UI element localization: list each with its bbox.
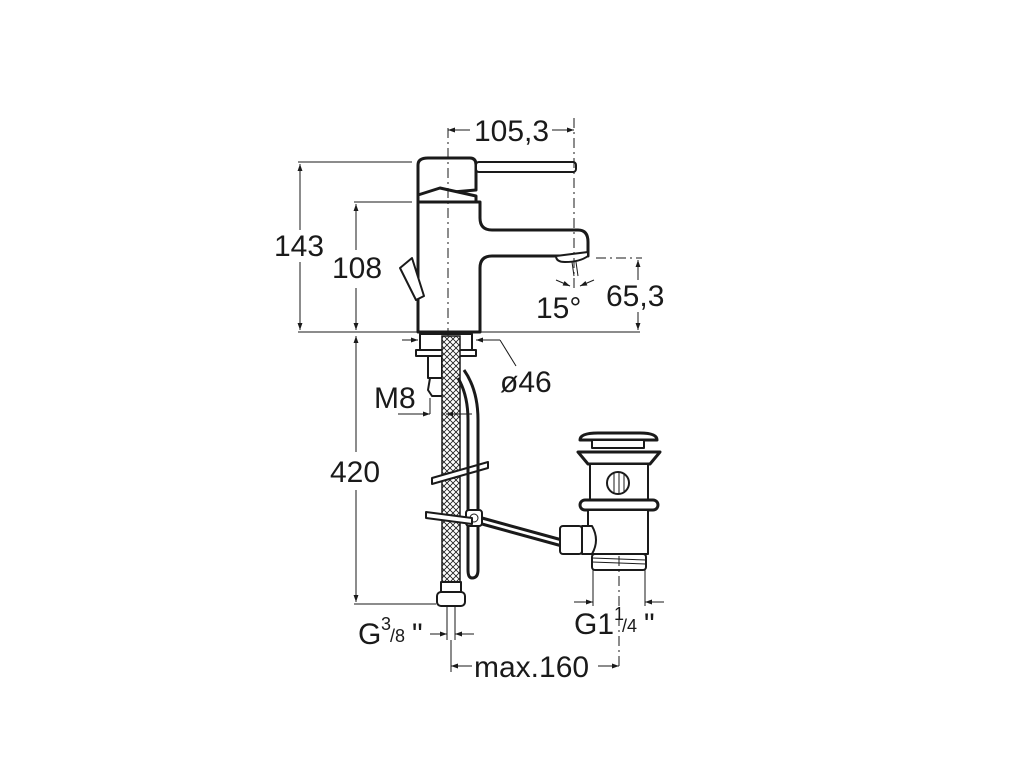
svg-text:G1: G1 (574, 608, 614, 641)
dimension-lines (297, 127, 664, 672)
svg-text:G: G (358, 618, 381, 651)
dim-spout-reach: 105,3 (474, 115, 549, 148)
dim-waste-thread: G1 1 /4 " (574, 604, 655, 641)
svg-text:1: 1 (614, 604, 624, 624)
dim-hose-length: 420 (330, 456, 380, 489)
dim-total-height: 143 (274, 230, 324, 263)
faucet-body (399, 118, 590, 397)
svg-text:/4: /4 (622, 616, 637, 636)
dim-rod-distance: max.160 (474, 651, 589, 684)
dim-hose-connection: G 3 /8 " (358, 614, 423, 651)
dim-stud-thread: M8 (374, 382, 416, 415)
dim-body-height: 108 (332, 252, 382, 285)
dim-spray-angle: 15° (536, 292, 581, 325)
svg-text:/8: /8 (390, 626, 405, 646)
dim-spout-height: 65,3 (606, 280, 664, 313)
svg-text:3: 3 (381, 614, 391, 634)
svg-text:": " (412, 618, 423, 651)
pop-up-waste (559, 431, 662, 666)
dim-base-diameter: ø46 (500, 366, 552, 399)
flex-hose (431, 335, 489, 640)
lift-rod (425, 369, 563, 580)
svg-text:": " (644, 608, 655, 641)
